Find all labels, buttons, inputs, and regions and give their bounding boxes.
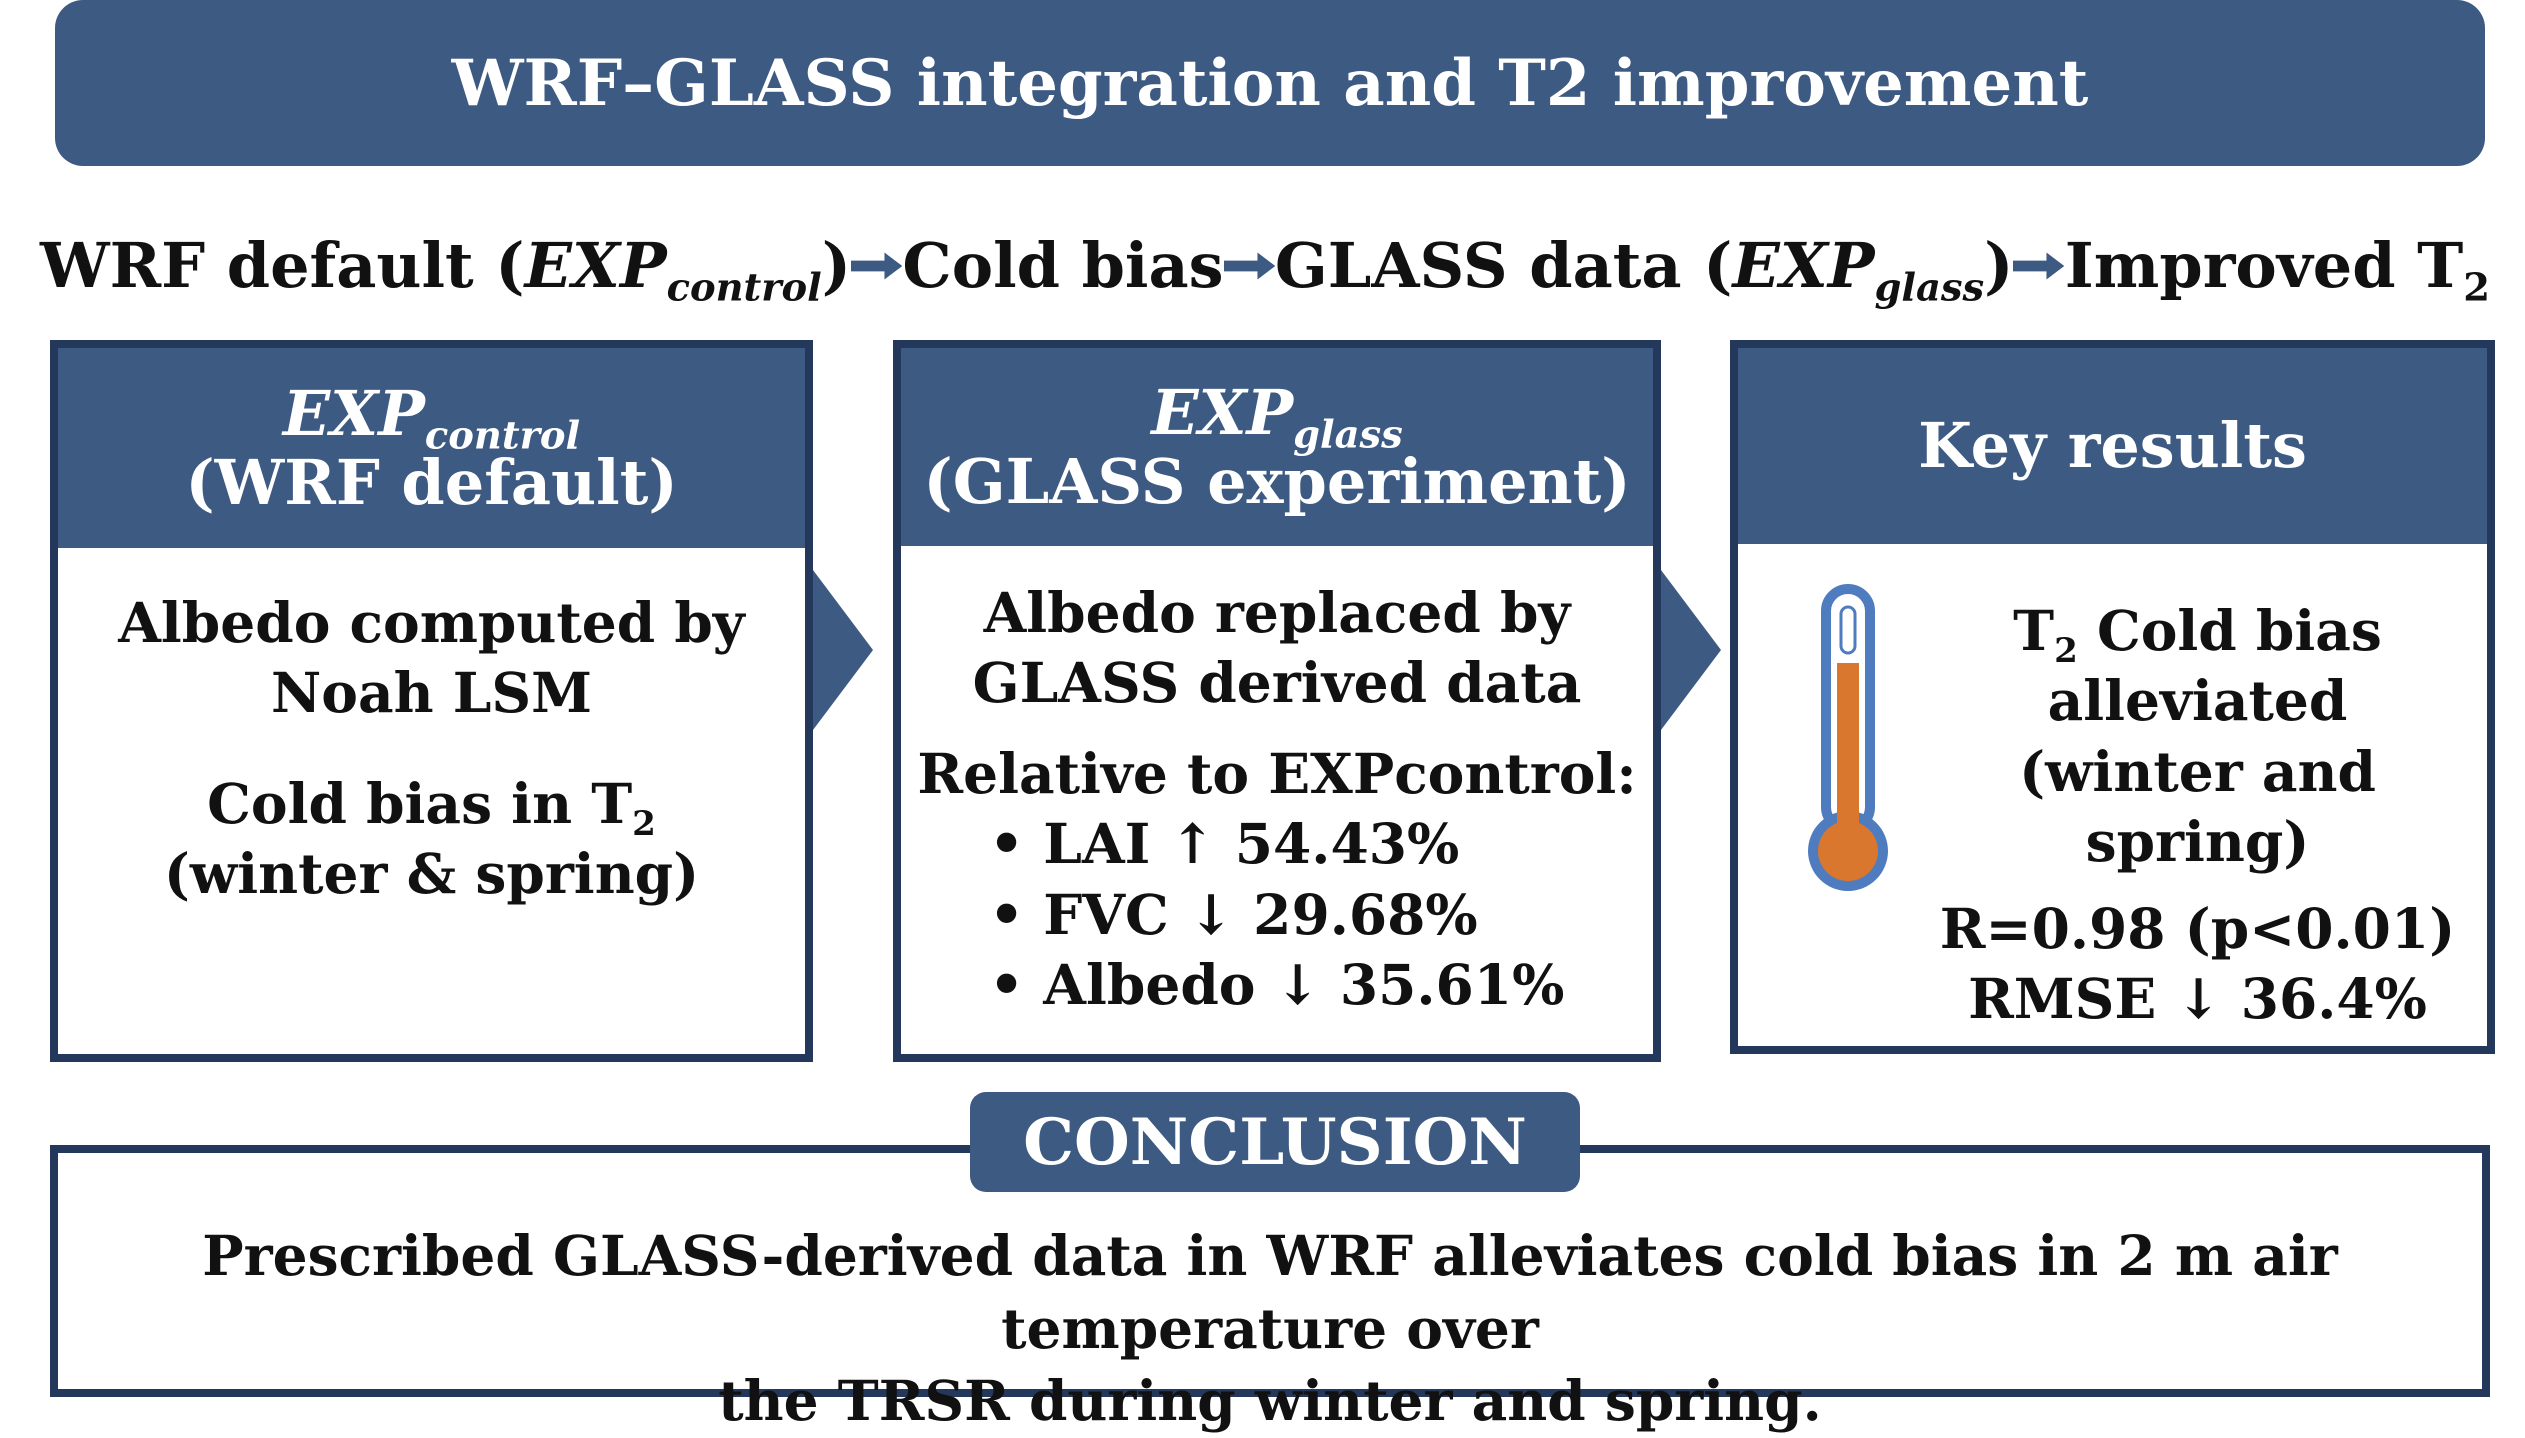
results-heading: Key results: [1918, 409, 2307, 483]
glass-albedo-line2: GLASS derived data: [972, 650, 1582, 716]
panel-body: T2 Cold bias alleviated (winter and spri…: [1908, 596, 2487, 1034]
panel-header: EXPglass (GLASS experiment): [901, 348, 1653, 546]
panel-exp-glass: EXPglass (GLASS experiment) Albedo repla…: [893, 340, 1661, 1062]
control-cold-bias: Cold bias in T2: [207, 770, 656, 844]
glass-bullet-fvc: • FVC ↓ 29.68%: [989, 881, 1478, 947]
control-albedo-line2: Noah LSM: [270, 660, 592, 726]
flow-arrow-icon: [1223, 252, 1275, 279]
glass-relative-label: Relative to EXPcontrol:: [917, 740, 1637, 806]
panel-key-results: Key results T2 Cold bias alleviated (win…: [1730, 340, 2495, 1054]
results-rmse: RMSE ↓ 36.4%: [1968, 965, 2427, 1031]
flow-step-improved-t2: Improved T2: [2064, 229, 2491, 311]
page-title: WRF–GLASS integration and T2 improvement: [451, 45, 2089, 121]
results-correlation: R=0.98 (p<0.01): [1939, 895, 2456, 961]
conclusion-text: Prescribed GLASS-derived data in WRF all…: [50, 1220, 2490, 1438]
panel-header: EXPcontrol (WRF default): [58, 348, 805, 548]
panel-body: Albedo replaced by GLASS derived data Re…: [901, 578, 1653, 1020]
panel-body: Albedo computed by Noah LSM Cold bias in…: [58, 588, 805, 910]
results-cold-bias: T2 Cold bias: [2013, 598, 2382, 671]
control-albedo-line1: Albedo computed by: [118, 590, 745, 655]
flow-row: WRF default (EXPcontrol) Cold bias GLASS…: [40, 218, 2490, 313]
flow-step-glass-data: GLASS data (EXPglass): [1274, 229, 2014, 311]
flow-arrow-icon: [851, 252, 903, 279]
panel-exp-control: EXPcontrol (WRF default) Albedo computed…: [50, 340, 813, 1062]
glass-bullet-lai: • LAI ↑ 54.43%: [989, 811, 1460, 877]
glass-albedo-line1: Albedo replaced by: [983, 580, 1571, 645]
conclusion-line1: Prescribed GLASS-derived data in WRF all…: [202, 1223, 2338, 1361]
conclusion-line2: the TRSR during winter and spring.: [718, 1368, 1822, 1434]
flow-arrow-icon: [2013, 252, 2065, 279]
conclusion-tag: CONCLUSION: [970, 1092, 1580, 1192]
title-banner: WRF–GLASS integration and T2 improvement: [55, 0, 2485, 166]
conclusion-tag-label: CONCLUSION: [1023, 1104, 1527, 1180]
glass-bullet-albedo: • Albedo ↓ 35.61%: [989, 951, 1565, 1017]
results-season: (winter and spring): [2019, 738, 2376, 875]
flow-step-wrf-default: WRF default (EXPcontrol): [40, 229, 852, 311]
control-season: (winter & spring): [163, 841, 700, 907]
chevron-right-icon: [813, 570, 873, 730]
results-alleviated: alleviated: [2047, 668, 2348, 734]
flow-step-cold-bias: Cold bias: [902, 229, 1224, 302]
chevron-right-icon: [1661, 570, 1721, 730]
panel-header: Key results: [1738, 348, 2487, 544]
thermometer-icon: [1808, 584, 1888, 891]
